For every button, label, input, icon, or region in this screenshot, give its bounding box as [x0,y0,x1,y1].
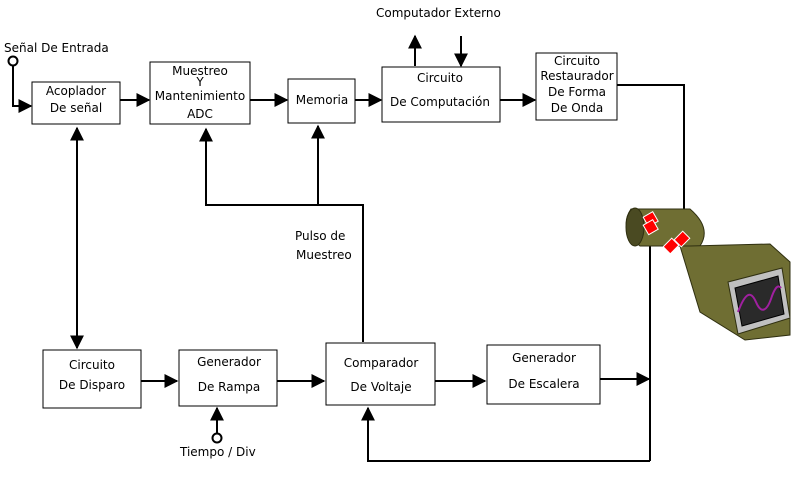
block-acoplador-line-2: De señal [50,101,102,115]
block-muestreo-line-4: ADC [187,107,213,121]
block-acoplador: Acoplador De señal [31,81,121,125]
block-muestreo: Muestreo Y Mantenimiento ADC [149,61,251,125]
block-restaurador: Circuito Restaurador De Forma De Onda [535,52,618,121]
block-memoria: Memoria [287,78,356,124]
block-restaurador-line-2: Restaurador [540,69,613,83]
block-disparo-line-1: Circuito [69,358,115,372]
block-disparo: Circuito De Disparo [42,349,142,409]
block-muestreo-line-1: Muestreo [172,64,228,78]
crt-tube-illustration [625,207,791,341]
block-computacion-line-1: Circuito [417,71,463,85]
block-memoria-line-1: Memoria [296,93,348,107]
external-computer-label: Computador Externo [376,6,501,20]
time-div-label: Tiempo / Div [179,445,256,459]
sampling-pulse-label-line-2: Muestreo [296,248,352,262]
block-acoplador-line-1: Acoplador [46,84,106,98]
block-restaurador-line-3: De Forma [548,85,606,99]
deflector-plate-right-1 [662,237,680,255]
block-escalera: Generador De Escalera [486,344,601,405]
input-terminal [7,55,19,67]
block-muestreo-line-2: Y [195,75,204,89]
block-rampa-line-1: Generador [197,355,261,369]
block-rampa-line-2: De Rampa [198,380,261,394]
deflector-plate-mid [642,218,659,236]
block-restaurador-line-1: Circuito [554,54,600,68]
wire-restaurador-to-tube [617,84,691,238]
crt-screen [734,275,785,327]
block-computacion: Circuito De Computación [381,66,501,123]
timediv-terminal [211,432,223,444]
block-restaurador-line-4: De Onda [551,101,603,115]
block-rampa: Generador De Rampa [178,349,278,407]
block-comparador-line-1: Comparador [344,356,419,370]
block-escalera-line-1: Generador [512,351,576,365]
wire-input-to-acoplador [12,66,33,113]
crt-neck-end [625,207,645,247]
crt-waveform [737,285,782,313]
block-muestreo-line-3: Mantenimiento [155,89,245,103]
input-signal-label: Señal De Entrada [4,41,109,55]
wire-pulse-to-muestreo [199,127,364,342]
deflector-plate-right-2 [673,230,691,248]
block-disparo-line-2: De Disparo [59,378,125,392]
block-computacion-line-2: De Computación [390,95,490,109]
block-comparador: Comparador De Voltaje [325,342,436,406]
connections [12,34,691,462]
wire-feedback-to-comparador [361,406,650,462]
block-escalera-line-2: De Escalera [508,377,579,391]
block-comparador-line-2: De Voltaje [350,380,411,394]
sampling-pulse-label-line-1: Pulso de [295,229,345,243]
